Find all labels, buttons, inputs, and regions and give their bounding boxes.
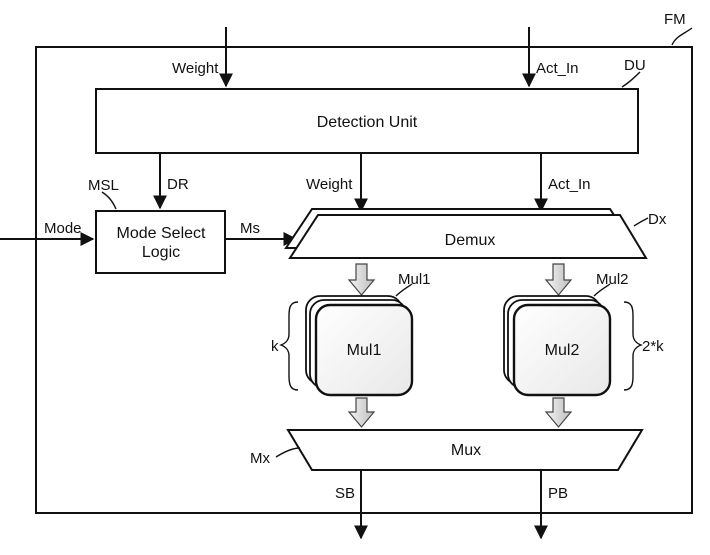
mx-label: Mx [250,450,270,467]
mul2-title: Mul2 [545,342,580,359]
mul2-label: Mul2 [596,271,629,288]
du-label: DU [624,57,646,74]
act-input-label: Act_In [536,60,579,77]
sb-label: SB [335,485,355,502]
mode-label: Mode [44,220,82,237]
act-mid-label: Act_In [548,176,591,193]
weight-mid-label: Weight [306,176,353,193]
mul2-box [512,303,612,397]
msl-label: MSL [88,177,119,194]
mode-select-line2: Logic [142,244,180,261]
du-leader [621,71,641,88]
mul1-to-mux-arrow [347,397,376,428]
mul2-to-mux-arrow [544,397,573,428]
detection-unit-box [95,88,639,154]
msl-leader [101,191,117,210]
mux-shape [286,429,644,471]
mx-leader [275,447,301,458]
mode-select-box [95,210,226,274]
2k-label: 2*k [642,338,664,355]
demux-to-mul1-arrow [347,263,376,296]
2k-brace [623,301,643,391]
pb-label: PB [548,485,568,502]
fm-label: FM [664,11,686,28]
demux-shape [288,214,648,259]
dx-leader [633,217,649,227]
detection-unit-title: Detection Unit [317,114,418,131]
mode-select-line1: Mode Select [117,225,206,242]
demux-to-mul2-arrow [544,263,573,296]
demux-title: Demux [445,232,496,249]
mul2-leader [593,283,611,297]
ms-label: Ms [240,220,260,237]
mul1-label: Mul1 [398,271,431,288]
mul1-title: Mul1 [347,342,382,359]
mul1-leader [395,283,413,297]
mux-title: Mux [451,442,481,459]
dx-label: Dx [648,211,667,228]
dr-label: DR [167,176,189,193]
mul1-box [314,303,414,397]
k-brace [279,301,299,391]
k-label: k [271,338,279,355]
weight-input-label: Weight [172,60,219,77]
fm-leader [671,27,693,46]
